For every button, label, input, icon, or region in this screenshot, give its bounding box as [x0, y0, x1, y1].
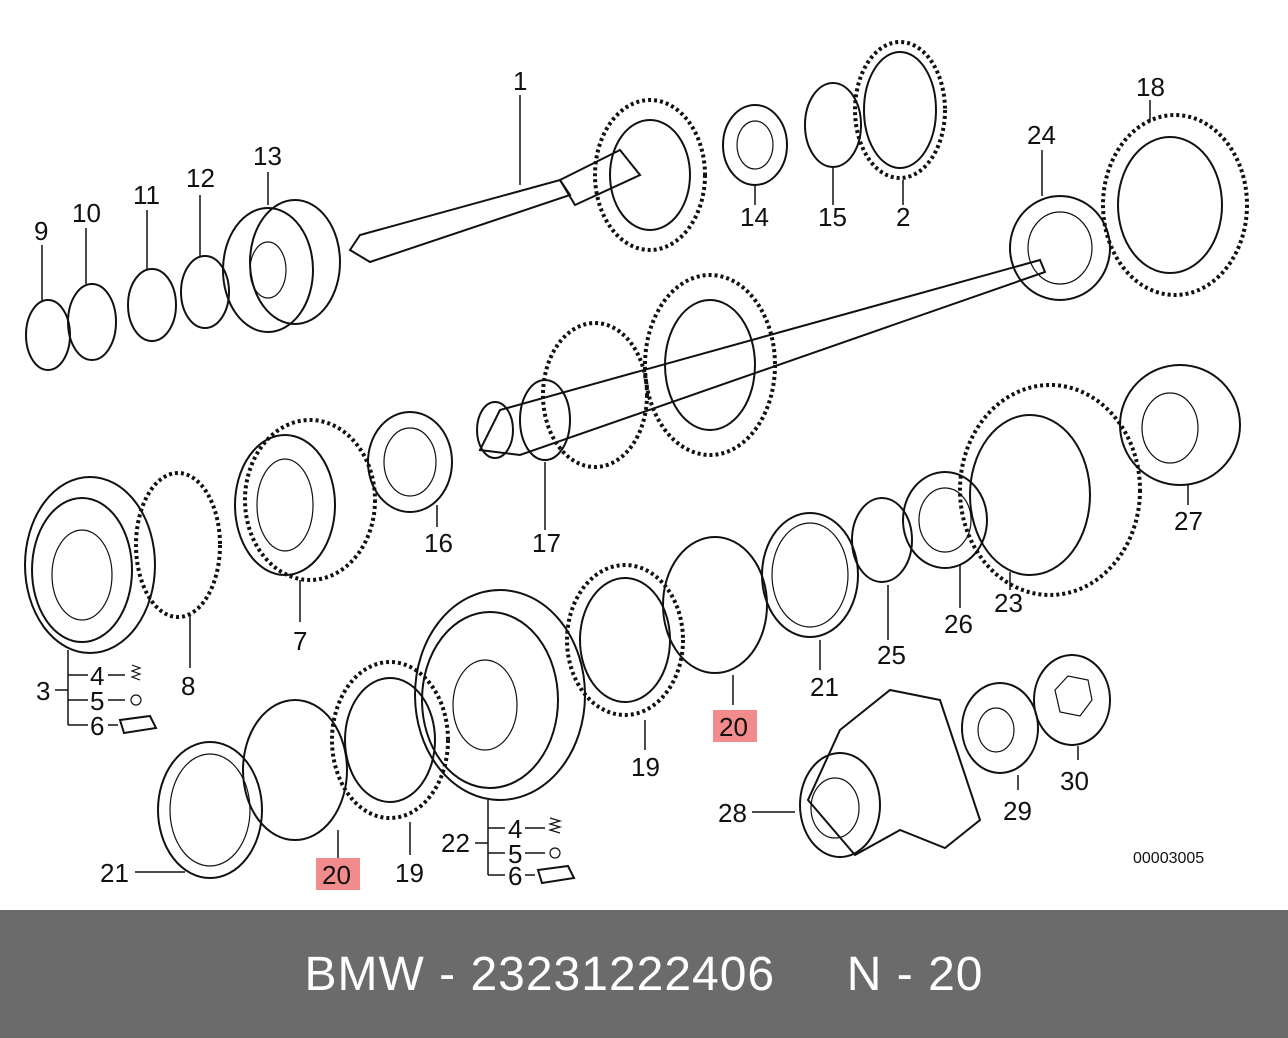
label-7: 7 — [293, 626, 307, 656]
drawing-reference-number: 00003005 — [1133, 850, 1204, 867]
label-8: 8 — [181, 671, 195, 701]
sync-parts-left — [135, 660, 450, 879]
label-26: 26 — [944, 609, 973, 639]
detent-items-group-a — [55, 650, 158, 735]
label-4b: 4 — [508, 814, 522, 844]
label-19-left: 19 — [395, 858, 424, 888]
gear-18-and-bearing-24 — [1009, 100, 1249, 301]
label-17: 17 — [532, 528, 561, 558]
label-6b: 6 — [508, 861, 522, 891]
parts-diagram: 1 2 3 4 5 6 7 8 9 10 11 12 13 14 15 16 1… — [24, 40, 1249, 891]
gear-23-group — [851, 364, 1241, 640]
label-13: 13 — [253, 141, 282, 171]
label-14: 14 — [740, 202, 769, 232]
label-15: 15 — [818, 202, 847, 232]
input-shaft-part — [348, 95, 707, 264]
label-21-right: 21 — [810, 672, 839, 702]
label-24: 24 — [1027, 120, 1056, 150]
label-9: 9 — [34, 216, 48, 246]
label-20-left: 20 — [322, 860, 351, 890]
exploded-gearbox-drawing: 1 2 3 4 5 6 7 8 9 10 11 12 13 14 15 16 1… — [24, 40, 1249, 891]
label-19-right: 19 — [631, 752, 660, 782]
label-29: 29 — [1003, 796, 1032, 826]
label-4a: 4 — [90, 661, 104, 691]
label-28: 28 — [718, 798, 747, 828]
label-22: 22 — [441, 828, 470, 858]
highlight-box-20-left — [316, 858, 360, 890]
label-5a: 5 — [90, 686, 104, 716]
label-5b: 5 — [508, 839, 522, 869]
label-21-left: 21 — [100, 858, 129, 888]
part-number-text: BMW - 23231222406 N - 20 — [304, 947, 984, 1001]
label-18: 18 — [1136, 72, 1165, 102]
label-6a: 6 — [90, 711, 104, 741]
sync-parts-right — [565, 512, 859, 750]
countershaft-part — [476, 258, 1047, 530]
label-2: 2 — [896, 202, 910, 232]
sync-hub-3-and-ring-8 — [24, 471, 222, 668]
label-30: 30 — [1060, 766, 1089, 796]
part-number-banner: BMW - 23231222406 N - 20 — [0, 910, 1288, 1038]
label-10: 10 — [72, 198, 101, 228]
label-11: 11 — [133, 180, 160, 210]
top-right-small-parts — [722, 40, 947, 205]
sync-hub-22 — [414, 589, 586, 885]
label-3: 3 — [36, 676, 50, 706]
output-flange-group — [752, 654, 1111, 858]
label-20-right: 20 — [719, 712, 748, 742]
label-12: 12 — [186, 163, 215, 193]
gear-7-and-bearing-16 — [234, 411, 453, 622]
circlip-rings — [25, 195, 230, 371]
highlight-box-20-right — [713, 710, 757, 742]
label-16: 16 — [424, 528, 453, 558]
ball-bearing-13 — [222, 172, 341, 333]
label-1: 1 — [513, 66, 527, 96]
label-27: 27 — [1174, 506, 1203, 536]
label-23: 23 — [994, 588, 1023, 618]
label-25: 25 — [877, 640, 906, 670]
